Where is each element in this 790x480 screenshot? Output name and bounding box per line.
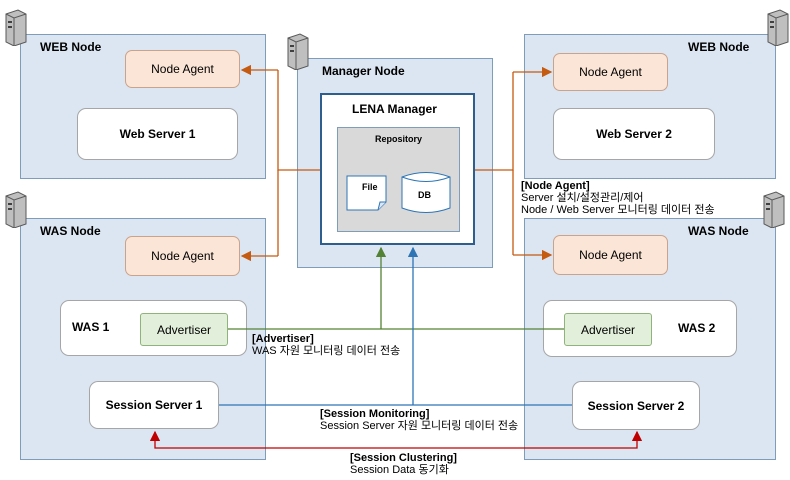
session-monitoring-label-line1: Session Server 자원 모니터링 데이터 전송 [320, 420, 519, 432]
node-agent-label-title: [Node Agent] [521, 180, 590, 192]
advertiser-label-title: [Advertiser] [252, 333, 314, 345]
server-tower-icon [5, 9, 27, 46]
was-node-right-title: WAS Node [688, 224, 749, 238]
session-clustering-label-line1: Session Data 동기화 [350, 464, 449, 476]
web-server-2: Web Server 2 [553, 108, 715, 160]
advertiser-left: Advertiser [140, 313, 228, 346]
advertiser-label-line1: WAS 자원 모니터링 데이터 전송 [252, 345, 401, 357]
server-tower-icon [5, 191, 27, 228]
node-agent-was-left: Node Agent [125, 236, 240, 276]
session-clustering-label-title: [Session Clustering] [350, 452, 457, 464]
web-node-right-title: WEB Node [688, 40, 750, 54]
file-label: File [362, 182, 378, 192]
lena-manager-title: LENA Manager [352, 102, 437, 116]
session-server-2: Session Server 2 [572, 381, 700, 430]
server-tower-icon [287, 33, 309, 70]
web-node-left-title: WEB Node [40, 40, 102, 54]
session-clustering-label: [Session Clustering] Session Data 동기화 [350, 452, 457, 476]
node-agent-label-line1: Server 설치/설정관리/제어 [521, 192, 644, 204]
session-monitoring-label: [Session Monitoring] Session Server 자원 모… [318, 408, 521, 432]
node-agent-web-left: Node Agent [125, 50, 240, 88]
was-2-label: WAS 2 [678, 321, 716, 335]
advertiser-right: Advertiser [564, 313, 652, 346]
advertiser-label: [Advertiser] WAS 자원 모니터링 데이터 전송 [252, 333, 400, 357]
db-label: DB [418, 190, 431, 200]
node-agent-label: [Node Agent] Server 설치/설정관리/제어 Node / We… [521, 180, 715, 216]
node-agent-web-right: Node Agent [553, 53, 668, 91]
session-server-1: Session Server 1 [89, 381, 219, 429]
session-monitoring-label-title: [Session Monitoring] [320, 408, 430, 420]
was-node-left-title: WAS Node [40, 224, 101, 238]
was-1-label: WAS 1 [72, 320, 110, 334]
node-agent-label-line2: Node / Web Server 모니터링 데이터 전송 [521, 204, 715, 216]
manager-node-title: Manager Node [322, 64, 405, 78]
repository-title: Repository [375, 134, 423, 144]
server-tower-icon [763, 191, 785, 228]
web-server-1: Web Server 1 [77, 108, 238, 160]
server-tower-icon [767, 9, 789, 46]
node-agent-was-right: Node Agent [553, 235, 668, 275]
